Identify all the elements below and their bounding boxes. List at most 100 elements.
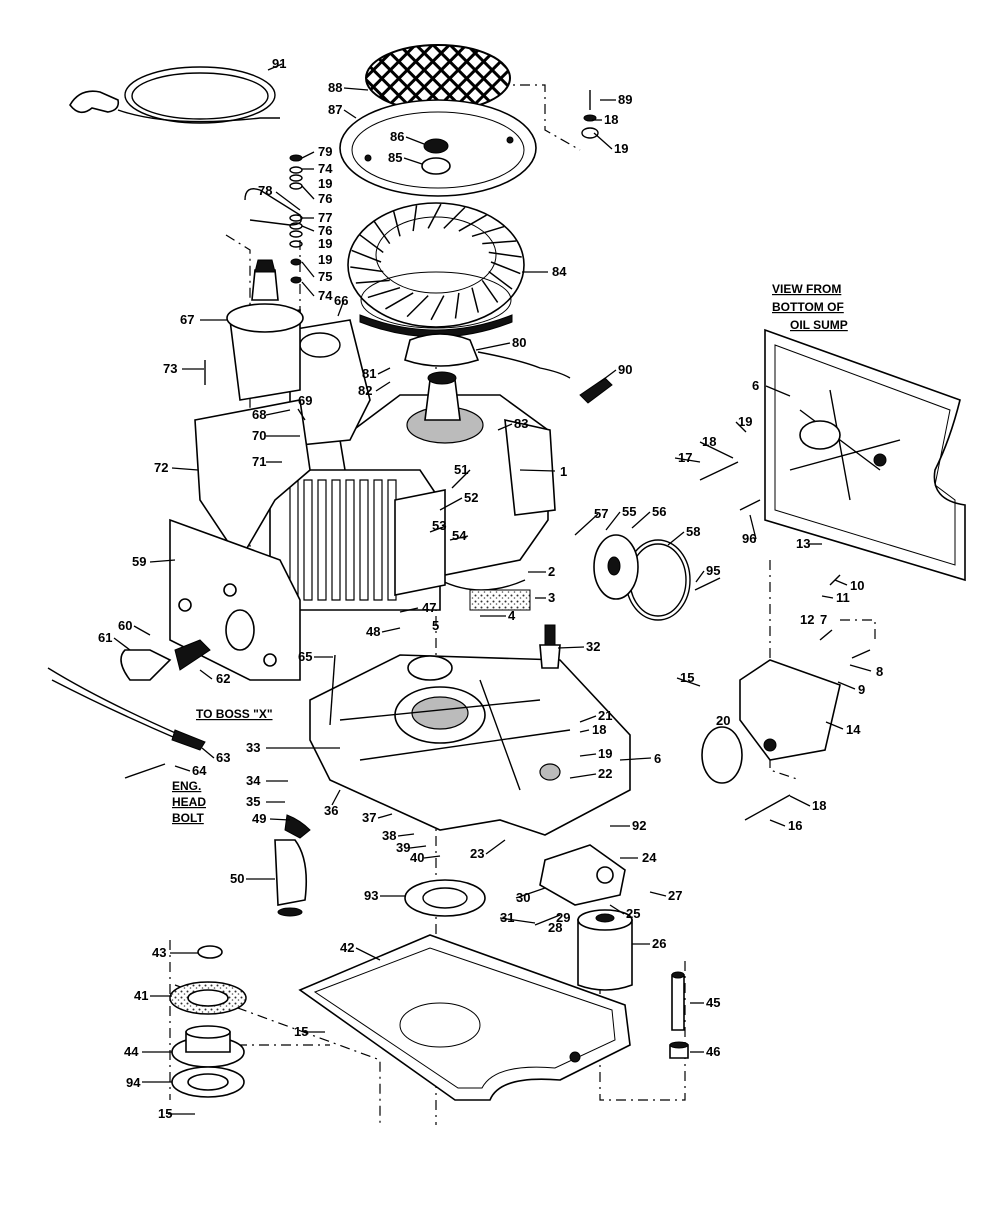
recoil-rope-handle (69, 66, 280, 124)
part-label-46: 46 (706, 1044, 720, 1059)
part-label-76-bottom: 76 (318, 223, 332, 238)
part-label-87: 87 (328, 102, 342, 117)
part-label-19-view: 19 (738, 414, 752, 429)
part-label-70: 70 (252, 428, 266, 443)
part-label-22: 22 (598, 766, 612, 781)
part-label-79: 79 (318, 144, 332, 159)
dipstick-tube (274, 814, 311, 917)
part-label-43: 43 (152, 945, 166, 960)
gasket-oval (701, 726, 743, 784)
part-label-62: 62 (216, 671, 230, 686)
note-head: HEAD (172, 795, 206, 809)
part-label-94: 94 (126, 1075, 141, 1090)
part-label-72: 72 (154, 460, 168, 475)
part-label-47: 47 (422, 600, 436, 615)
part-label-34: 34 (246, 773, 261, 788)
part-label-31: 31 (500, 910, 514, 925)
part-label-88: 88 (328, 80, 342, 95)
part-label-82: 82 (358, 383, 372, 398)
part-label-51: 51 (454, 462, 468, 477)
leader-lines (113, 63, 872, 1115)
oil-filter (577, 909, 633, 991)
part-label-71: 71 (252, 454, 266, 469)
seal-stack (169, 945, 247, 1098)
part-label-59: 59 (132, 554, 146, 569)
part-label-6-bottom-view: 6 (752, 378, 759, 393)
part-label-84: 84 (552, 264, 567, 279)
part-label-6-sump: 6 (654, 751, 661, 766)
part-label-1: 1 (560, 464, 567, 479)
note-bolt: BOLT (172, 811, 204, 825)
part-label-73: 73 (163, 361, 177, 376)
adapter-plate (739, 659, 841, 761)
part-label-5: 5 (432, 618, 439, 633)
starter-motor (226, 259, 304, 401)
cylinder-head (269, 469, 446, 611)
drain-cap (669, 1041, 689, 1059)
part-label-37: 37 (362, 810, 376, 825)
part-label-18-bolt: 18 (812, 798, 826, 813)
part-label-55: 55 (622, 504, 636, 519)
filter-gasket (404, 879, 486, 917)
part-label-81: 81 (362, 366, 376, 381)
part-label-24: 24 (642, 850, 657, 865)
part-label-66: 66 (334, 293, 348, 308)
part-label-20: 20 (716, 713, 730, 728)
drain-pipe (671, 971, 685, 1031)
cover-plate (593, 534, 639, 600)
part-labels: 1 2 3 4 5 6 6 7 8 9 10 11 12 13 14 15 15… (98, 56, 883, 1121)
part-label-30: 30 (516, 890, 530, 905)
part-label-45: 45 (706, 995, 720, 1010)
note-eng: ENG. (172, 779, 201, 793)
part-label-80: 80 (512, 335, 526, 350)
part-label-18-sump: 18 (592, 722, 606, 737)
note-oil-sump: OIL SUMP (790, 318, 848, 332)
part-label-28: 28 (548, 920, 562, 935)
temperature-sensor-wire (47, 667, 206, 751)
part-label-74-top: 74 (318, 161, 333, 176)
part-label-8: 8 (876, 664, 883, 679)
part-label-74-bottom: 74 (318, 288, 333, 303)
part-label-50: 50 (230, 871, 244, 886)
part-label-48: 48 (366, 624, 380, 639)
part-label-13: 13 (796, 536, 810, 551)
part-label-96: 96 (742, 531, 756, 546)
oil-sump-bottom-view (764, 328, 966, 582)
part-label-38: 38 (382, 828, 396, 843)
part-label-9: 9 (858, 682, 865, 697)
part-label-77: 77 (318, 210, 332, 225)
notes: VIEW FROM BOTTOM OF OIL SUMP TO BOSS "X"… (172, 282, 848, 825)
flywheel (347, 202, 525, 338)
part-label-95: 95 (706, 563, 720, 578)
part-label-78: 78 (258, 183, 272, 198)
blower-housing-disc (339, 99, 537, 197)
part-label-25: 25 (626, 906, 640, 921)
bolts (124, 90, 871, 926)
part-label-21: 21 (598, 708, 612, 723)
part-label-41: 41 (134, 988, 148, 1003)
part-label-49: 49 (252, 811, 266, 826)
part-label-15-pan: 15 (294, 1024, 308, 1039)
part-label-57: 57 (594, 506, 608, 521)
part-label-15-seal: 15 (158, 1106, 172, 1121)
part-label-83: 83 (514, 416, 528, 431)
oil-sump (309, 654, 631, 836)
part-label-65: 65 (298, 649, 312, 664)
oil-pan-plate (298, 934, 631, 1101)
part-label-56: 56 (652, 504, 666, 519)
part-label-11: 11 (836, 590, 850, 605)
part-label-69: 69 (298, 393, 312, 408)
part-label-92: 92 (632, 818, 646, 833)
cylinder-shroud (194, 319, 371, 562)
part-label-26: 26 (652, 936, 666, 951)
part-label-85: 85 (388, 150, 402, 165)
part-label-15-plate: 15 (680, 670, 694, 685)
part-label-27: 27 (668, 888, 682, 903)
part-label-7: 7 (820, 612, 827, 627)
part-label-68: 68 (252, 407, 266, 422)
note-bottom-of: BOTTOM OF (772, 300, 844, 314)
part-label-10: 10 (850, 578, 864, 593)
part-label-14: 14 (846, 722, 861, 737)
part-label-44: 44 (124, 1044, 139, 1059)
